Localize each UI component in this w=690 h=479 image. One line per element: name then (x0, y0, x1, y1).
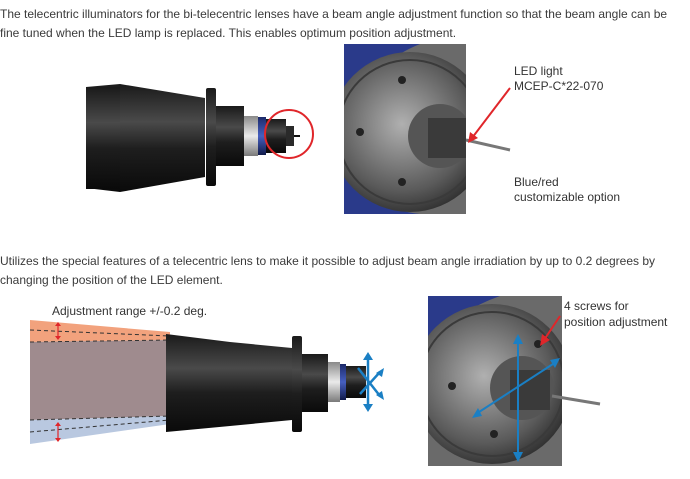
screws-label-line1: 4 screws for (564, 299, 629, 313)
second-paragraph: Utilizes the special features of a telec… (0, 254, 656, 287)
option-label-line1: Blue/red (514, 175, 559, 189)
screws-label-line2: position adjustment (564, 315, 668, 329)
led-light-label: LED light (514, 64, 563, 78)
intro-paragraph: The telecentric illuminators for the bi-… (0, 7, 668, 40)
option-label-line2: customizable option (514, 190, 621, 204)
led-model-label: MCEP-C*22-070 (514, 79, 604, 93)
adjustment-range-label: Adjustment range +/-0.2 deg. (52, 304, 208, 318)
